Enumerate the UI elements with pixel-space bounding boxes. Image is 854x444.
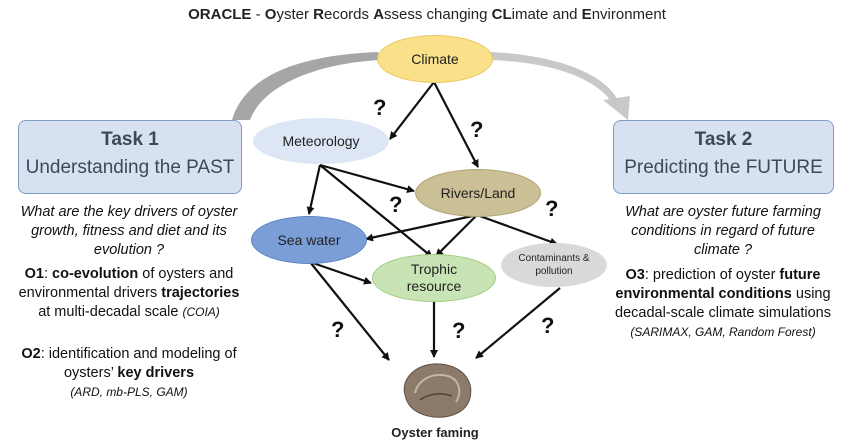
o1-text: at multi-decadal scale <box>38 304 183 320</box>
o3-text: : prediction of oyster <box>644 267 780 283</box>
task1-question: What are the key drivers of oyster growt… <box>20 204 238 258</box>
o2-label: O2 <box>21 346 41 362</box>
task1-objective-2: O2: identification and modeling of oyste… <box>18 345 240 402</box>
question-mark: ? <box>545 196 559 221</box>
node-meteorology: Meteorology <box>253 118 389 164</box>
question-mark: ? <box>452 318 466 343</box>
task2-subtitle: Predicting the FUTURE <box>624 157 823 178</box>
title-part: imate and <box>511 6 582 23</box>
task1-subtitle: Understanding the PAST <box>25 157 235 178</box>
task2-objective-3: O3: prediction of oyster future environm… <box>608 266 838 342</box>
arrow-meteorology-trophic <box>319 164 433 258</box>
question-mark: ? <box>541 313 555 338</box>
o2-methods: (ARD, mb-PLS, GAM) <box>70 385 188 399</box>
arrow-contaminants-oyster <box>475 287 561 359</box>
past-arc <box>232 52 380 120</box>
node-trophic-resource: Trophic resource <box>372 254 496 302</box>
title-part: yster <box>276 6 314 23</box>
title-part: ssess changing <box>384 6 492 23</box>
task2-question: What are oyster future farming condition… <box>625 204 821 258</box>
title-part: R <box>313 6 324 23</box>
arrow-climate-rivers <box>433 81 479 168</box>
title-part: E <box>581 6 592 23</box>
arrow-rivers-seawater <box>365 213 478 242</box>
future-arrowhead <box>603 96 630 120</box>
arrow-climate-meteorology <box>389 81 435 140</box>
o2-text: : identification and modeling of oysters… <box>40 346 237 381</box>
o1-text: of oysters and environmental drivers <box>18 266 234 301</box>
o1-methods: (COIA) <box>182 305 220 319</box>
oyster-farming-label: Oyster faming <box>391 425 479 440</box>
o3-label: O3 <box>625 267 645 283</box>
o2-bold: key drivers <box>117 365 195 381</box>
task2-box: Task 2 Predicting the FUTURE <box>613 120 834 194</box>
arrow-rivers-contaminants <box>476 213 558 246</box>
title-part: CL <box>491 6 512 23</box>
node-climate: Climate <box>377 35 493 83</box>
diagram-title: ORACLE - Oyster Records Assess changing … <box>0 6 854 23</box>
arrow-meteorology-rivers <box>319 163 415 193</box>
question-mark: ? <box>470 117 484 142</box>
arrow-seawater-oyster <box>309 261 390 361</box>
o1-text: : <box>43 266 53 282</box>
title-part: O <box>264 6 277 23</box>
question-mark: ? <box>331 317 345 342</box>
node-contaminants-pollution: Contaminants & pollution <box>501 243 607 287</box>
title-acronym: ORACLE <box>188 6 252 23</box>
question-mark: ? <box>389 192 403 217</box>
future-arc <box>490 52 618 103</box>
title-part: nvironment <box>591 6 666 23</box>
oyster-icon <box>403 363 472 418</box>
o1-bold: trajectories <box>161 285 240 301</box>
task2-heading: Task 2 <box>694 129 753 150</box>
o3-text: using decadal-scale climate simulations <box>615 286 831 321</box>
o3-bold: future environmental conditions <box>615 267 821 302</box>
o1-bold: co-evolution <box>52 266 139 282</box>
title-sep: - <box>251 6 265 23</box>
task1-objective-1: O1: co-evolution of oysters and environm… <box>18 265 240 322</box>
title-part: ecords <box>324 6 374 23</box>
task1-heading: Task 1 <box>101 129 159 150</box>
title-part: A <box>373 6 385 23</box>
o3-methods: (SARIMAX, GAM, Random Forest) <box>630 325 816 339</box>
o1-label: O1 <box>24 266 44 282</box>
node-rivers-land: Rivers/Land <box>415 169 541 217</box>
arrow-seawater-trophic <box>309 260 372 285</box>
question-mark: ? <box>373 95 387 120</box>
node-sea-water: Sea water <box>251 216 367 264</box>
task1-box: Task 1 Understanding the PAST <box>18 120 242 194</box>
arrow-meteorology-seawater <box>306 164 322 215</box>
arrow-rivers-trophic <box>435 214 478 257</box>
